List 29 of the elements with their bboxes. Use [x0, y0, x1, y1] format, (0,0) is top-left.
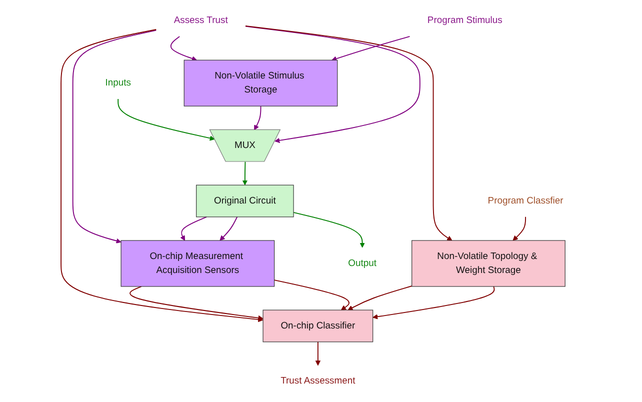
node-box: On-chip Measurement Acquisition Sensors: [120, 240, 275, 287]
arrow: [242, 161, 248, 186]
arrow: [245, 26, 420, 143]
node-text: Program Classfier: [488, 196, 564, 206]
arrow: [220, 216, 238, 241]
arrow: [274, 280, 350, 310]
node-box: Original Circuit: [196, 184, 294, 218]
node-text: Trust Assessment: [280, 376, 356, 386]
arrow: [372, 286, 495, 320]
arrow: [315, 341, 321, 366]
arrow: [512, 216, 526, 241]
arrow: [72, 30, 157, 244]
node-text: Assess Trust: [174, 15, 228, 26]
arrow: [254, 106, 262, 130]
arrow: [118, 98, 215, 141]
arrow: [170, 36, 197, 61]
arrow: [332, 36, 410, 62]
node-box: Non-Volatile Stimulus Storage: [184, 60, 338, 106]
arrow: [245, 25, 452, 241]
node-text: Program Stimulus: [427, 15, 502, 26]
arrow: [180, 216, 208, 241]
arrow: [130, 286, 264, 320]
arrow: [348, 286, 412, 310]
node-text: Inputs: [105, 78, 131, 88]
node-box: Non-Volatile Topology & Weight Storage: [412, 240, 566, 287]
node-box: On-chip Classifier: [262, 310, 374, 342]
node-text: Output: [348, 258, 376, 268]
arrow: [293, 212, 365, 248]
arrow: [60, 29, 264, 322]
